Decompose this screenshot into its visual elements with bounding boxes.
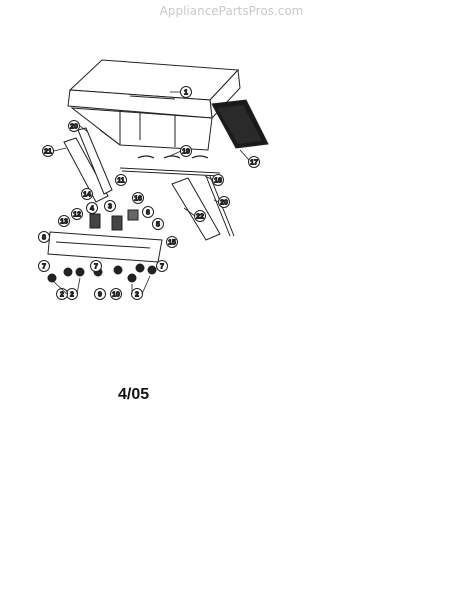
callout-label: 1 bbox=[184, 90, 188, 97]
callout-label: 11 bbox=[117, 178, 125, 185]
site-watermark: AppliancePartsPros.com bbox=[159, 4, 304, 18]
callout-label: 4 bbox=[90, 206, 94, 213]
callout-label: 22 bbox=[196, 214, 204, 221]
control-panel bbox=[47, 209, 163, 263]
callout-label: 12 bbox=[73, 212, 81, 219]
callout-label: 2 bbox=[70, 292, 74, 299]
callout-label: 19 bbox=[182, 149, 190, 156]
side-panels-and-rails bbox=[63, 127, 235, 241]
callout-label: 17 bbox=[250, 160, 258, 167]
callout-label: 21 bbox=[44, 149, 52, 156]
callout-label: 7 bbox=[42, 264, 46, 271]
knobs bbox=[47, 263, 157, 283]
callout-label: 15 bbox=[168, 240, 176, 247]
callout-label: 7 bbox=[160, 264, 164, 271]
callout-label: 5 bbox=[156, 222, 160, 229]
callout-label: 20 bbox=[70, 124, 78, 131]
callout-label: 2 bbox=[60, 292, 64, 299]
vent-arrows bbox=[137, 155, 209, 159]
callout-label: 13 bbox=[60, 219, 68, 226]
callout-label: 16 bbox=[134, 196, 142, 203]
callout-label: 7 bbox=[94, 264, 98, 271]
callout-label: 3 bbox=[108, 204, 112, 211]
callout-label: 8 bbox=[42, 235, 46, 242]
callout-label: 2 bbox=[135, 292, 139, 299]
revision-date: 4/05 bbox=[118, 386, 150, 403]
callout-label: 14 bbox=[83, 192, 91, 199]
callout-label: 10 bbox=[112, 292, 120, 299]
grease-filter bbox=[211, 99, 269, 149]
callout-label: 20 bbox=[220, 200, 228, 207]
leader-lines bbox=[53, 91, 250, 295]
callout-label: 9 bbox=[98, 292, 102, 299]
callout-label: 6 bbox=[146, 210, 150, 217]
callout-label: 18 bbox=[214, 178, 222, 185]
